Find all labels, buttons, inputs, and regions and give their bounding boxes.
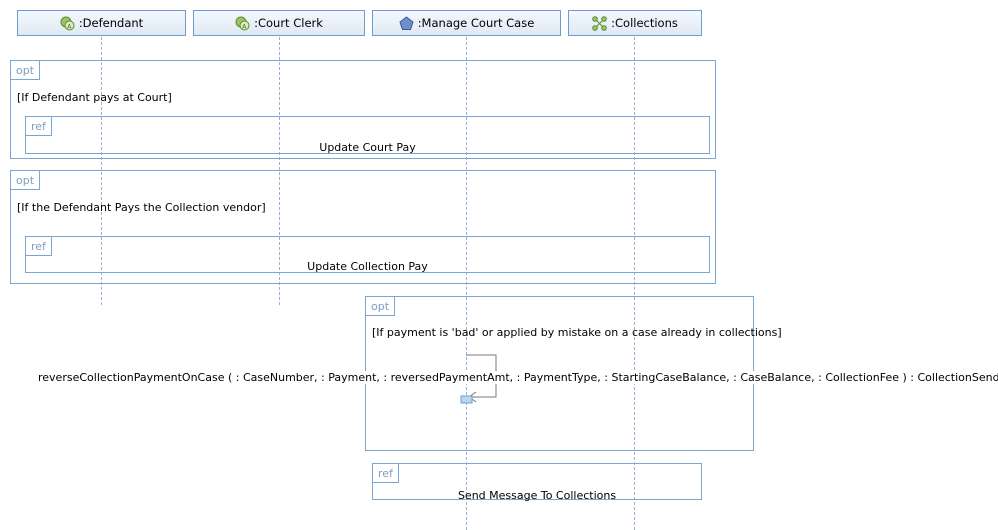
lifeline-head-court-clerk[interactable]: A :Court Clerk <box>193 10 365 36</box>
lifeline-label: :Court Clerk <box>254 16 323 30</box>
guard-condition: [If Defendant pays at Court] <box>17 91 172 104</box>
opt-fragment-court-pay[interactable]: opt [If Defendant pays at Court] ref Upd… <box>10 60 716 159</box>
opt-operator-tag: opt <box>366 297 396 316</box>
lifeline-head-defendant[interactable]: A :Defendant <box>17 10 186 36</box>
lifeline-label: :Manage Court Case <box>417 16 535 30</box>
lifeline-head-manage-court-case[interactable]: :Manage Court Case <box>372 10 561 36</box>
ref-title: Send Message To Collections <box>457 489 617 502</box>
opt-operator-tag: opt <box>11 61 41 80</box>
lifeline-head-collections[interactable]: :Collections <box>568 10 702 36</box>
ref-operator-tag: ref <box>26 117 52 136</box>
actor-role-icon: A <box>235 16 250 31</box>
lifeline-label: :Defendant <box>78 16 144 30</box>
pentagon-component-icon <box>399 15 414 31</box>
message-label: reverseCollectionPaymentOnCase ( : CaseN… <box>38 371 998 384</box>
network-component-icon <box>592 15 607 31</box>
guard-condition: [If the Defendant Pays the Collection ve… <box>17 201 266 214</box>
ref-fragment-send-message[interactable]: ref Send Message To Collections <box>372 463 702 502</box>
lifeline-court-clerk <box>279 37 280 305</box>
svg-text:A: A <box>67 23 72 30</box>
lifeline-label: :Collections <box>611 16 678 30</box>
ref-operator-tag: ref <box>373 464 399 483</box>
actor-role-icon: A <box>60 16 75 31</box>
ref-fragment-update-court-pay[interactable]: ref Update Court Pay <box>25 116 710 154</box>
ref-fragment-update-collection-pay[interactable]: ref Update Collection Pay <box>25 236 710 273</box>
guard-condition: [If payment is 'bad' or applied by mista… <box>372 326 782 339</box>
lifeline-defendant <box>101 37 102 305</box>
opt-fragment-collection-pay[interactable]: opt [If the Defendant Pays the Collectio… <box>10 170 716 284</box>
ref-title: Update Court Pay <box>319 141 416 154</box>
ref-title: Update Collection Pay <box>307 260 428 273</box>
opt-operator-tag: opt <box>11 171 41 190</box>
svg-text:A: A <box>242 23 247 30</box>
ref-operator-tag: ref <box>26 237 52 256</box>
